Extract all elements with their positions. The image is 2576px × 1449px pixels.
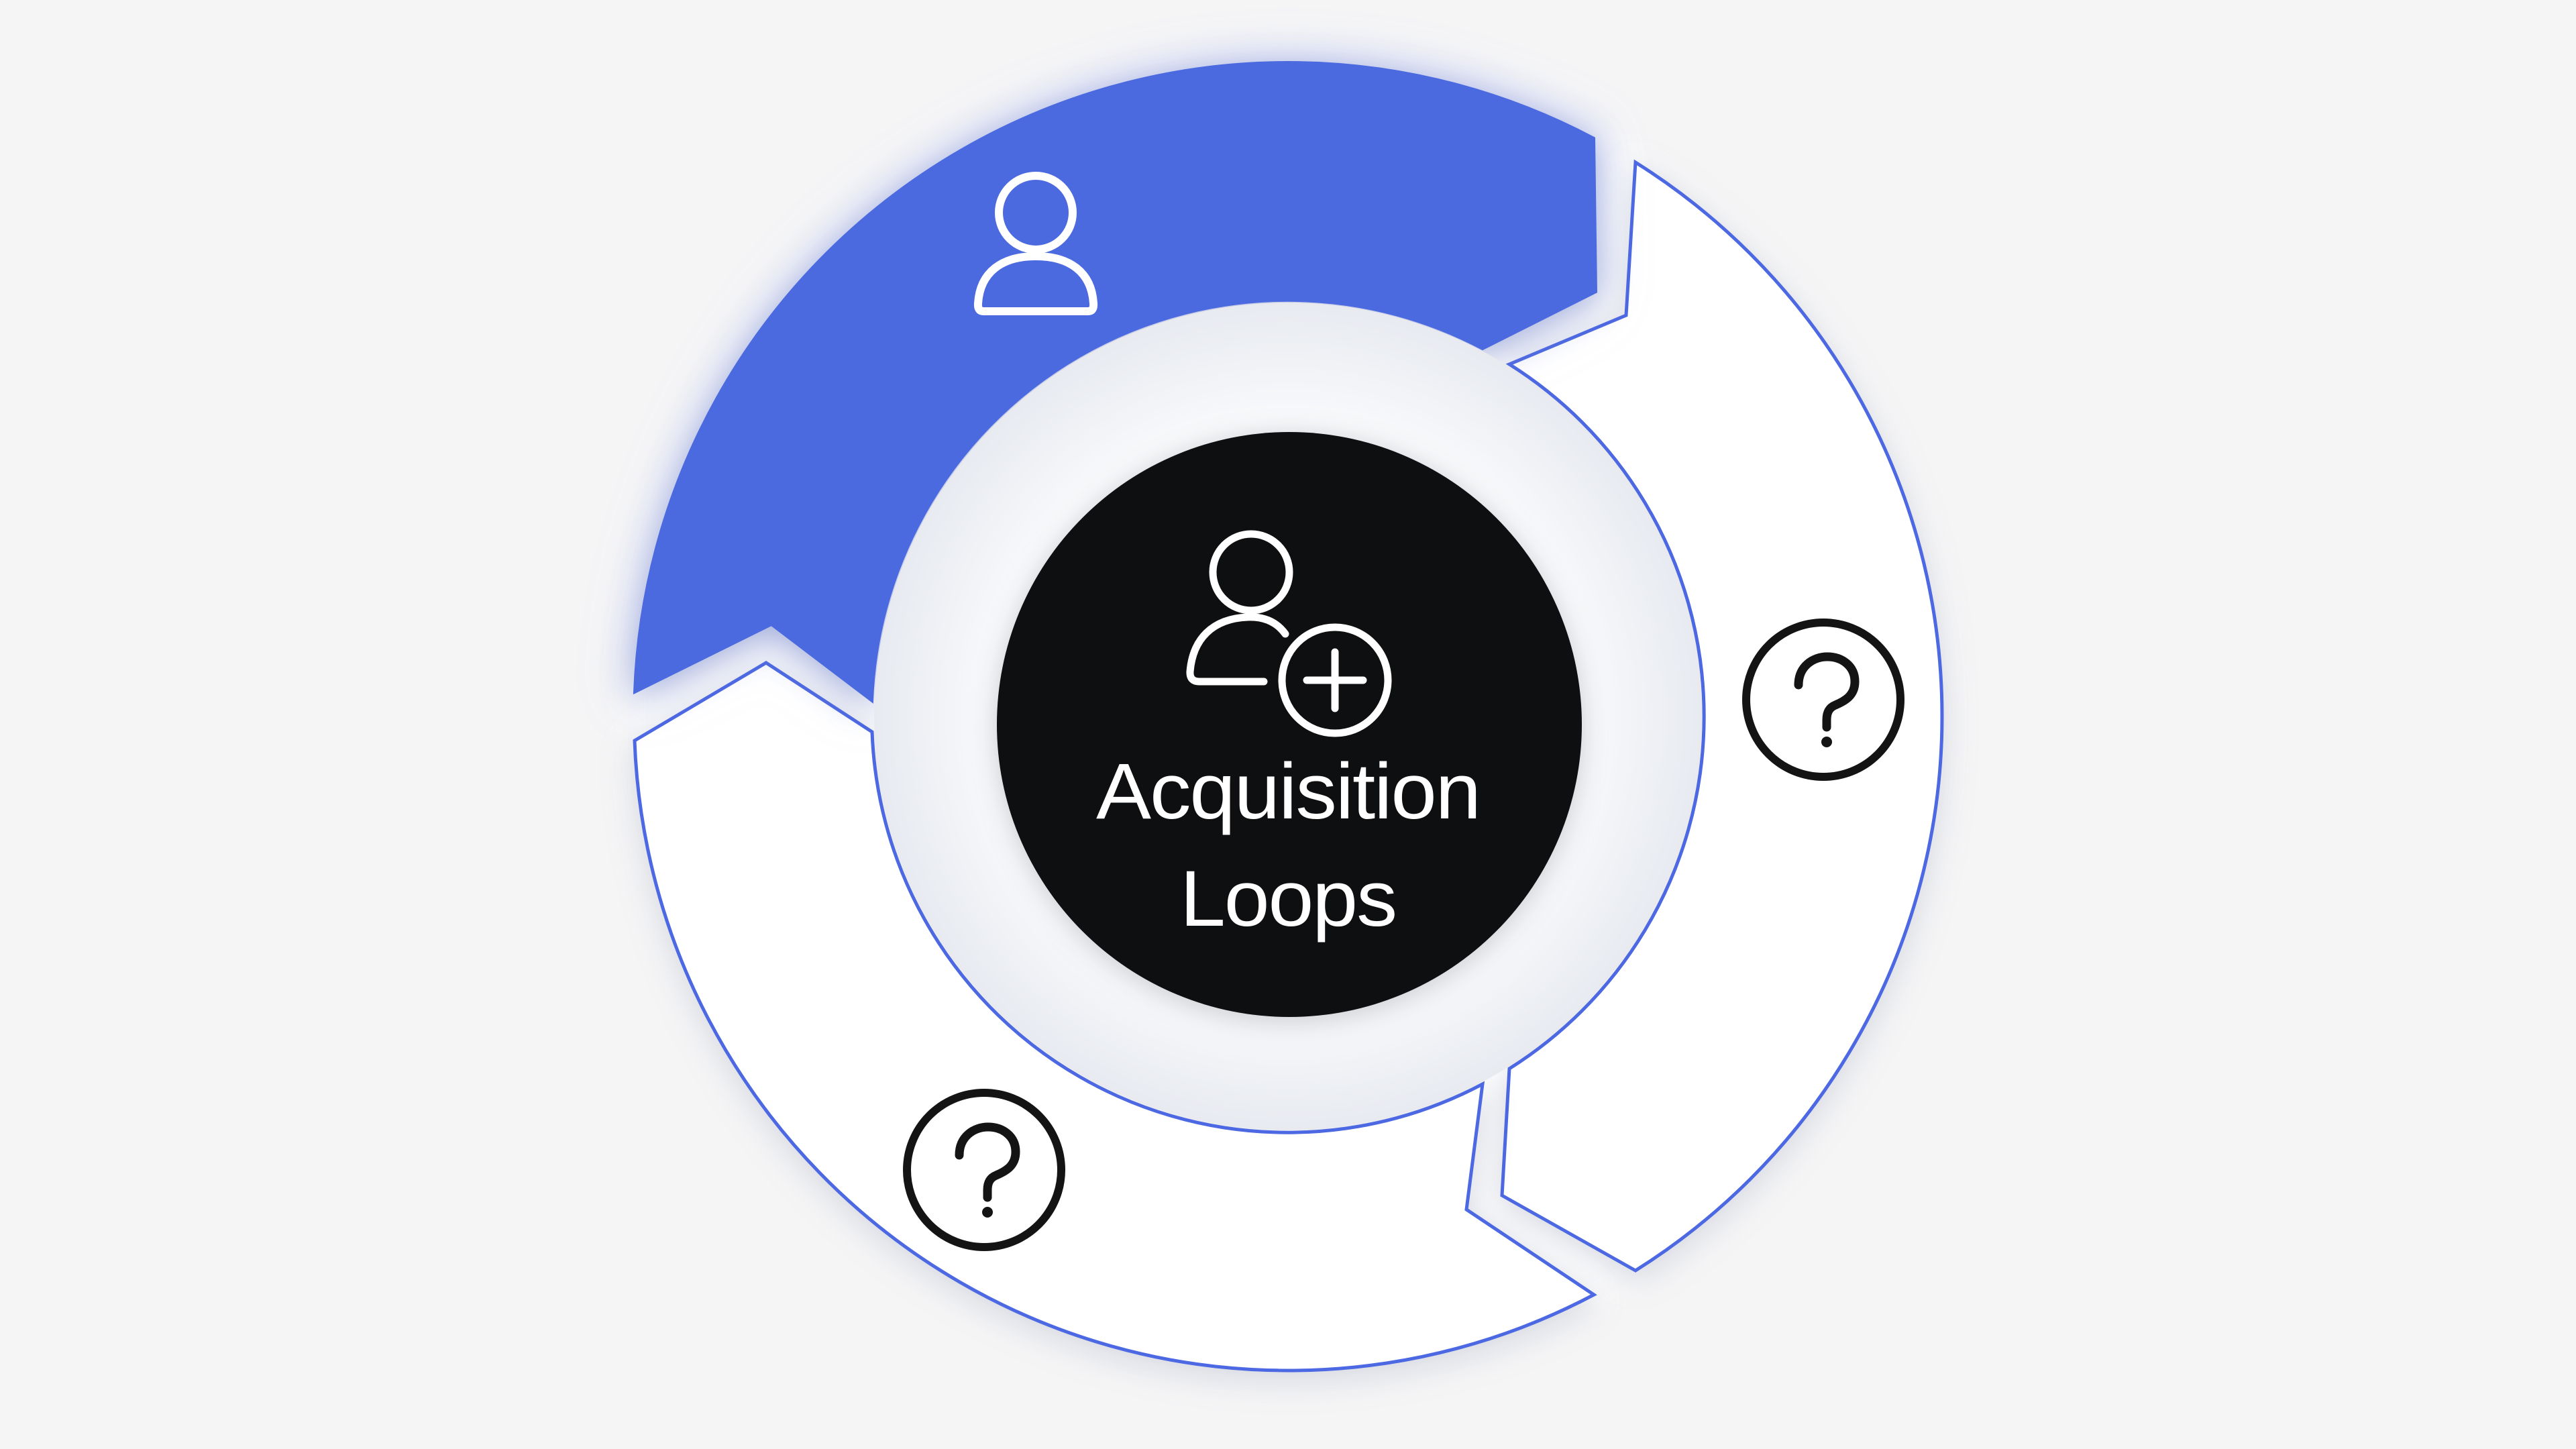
question-dot — [982, 1207, 993, 1218]
segment-right — [1500, 159, 1944, 1273]
ring-segments — [633, 61, 1944, 1373]
question-dot — [1821, 737, 1832, 747]
question-circle — [903, 1089, 1065, 1251]
user-plus-icon — [1186, 530, 1392, 737]
user-head — [1209, 530, 1293, 614]
user-shoulders — [1186, 613, 1289, 686]
question-glyph — [955, 1122, 1020, 1202]
plus-circle — [1278, 623, 1392, 737]
user-shoulders — [973, 252, 1098, 315]
question-circle — [1742, 619, 1904, 781]
center-circle — [997, 432, 1582, 1017]
question-mark-icon-right — [1742, 619, 1904, 781]
user-head — [995, 172, 1077, 254]
center-title-line1: Acquisition — [1096, 747, 1480, 836]
segment-top-left-highlighted — [633, 61, 1598, 704]
question-mark-icon-bottom — [903, 1089, 1065, 1251]
question-glyph — [1794, 652, 1860, 732]
segment-bottom-left — [633, 661, 1597, 1373]
center-title-line2: Loops — [1180, 855, 1396, 943]
plus-sign — [1303, 648, 1367, 712]
user-icon — [973, 172, 1098, 315]
